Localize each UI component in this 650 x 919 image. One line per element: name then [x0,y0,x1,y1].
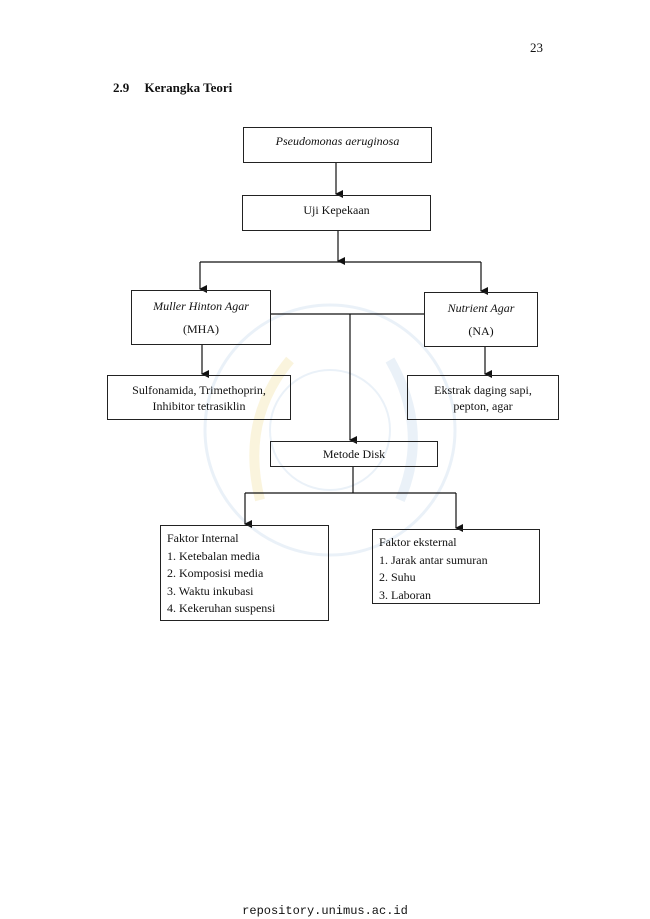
page-number: 23 [530,40,543,55]
section-title: Kerangka Teori [144,80,233,95]
external-title: Faktor eksternal [379,535,457,549]
root-box: Pseudomonas aeruginosa [243,127,432,163]
na-content-line: Ekstrak daging sapi, [434,382,532,397]
method-label: Metode Disk [322,447,386,461]
internal-factors-box: Faktor Internal 1. Ketebalan media 2. Ko… [160,525,329,621]
na-name: Nutrient Agar [447,301,515,316]
footer-url: repository.unimus.ac.id [242,904,408,918]
mha-box: Muller Hinton Agar (MHA) [131,290,271,345]
mha-abbr: (MHA) [183,321,219,336]
internal-item: 2. Komposisi media [167,566,264,580]
section-heading: 2.9 Kerangka Teori [113,80,232,96]
internal-item: 1. Ketebalan media [167,548,260,563]
mha-content-box: Sulfonamida, Trimethoprin, Inhibitor tet… [107,375,291,420]
external-factors-box: Faktor eksternal 1. Jarak antar sumuran … [372,529,540,604]
external-item: 2. Suhu [379,570,416,584]
section-number: 2.9 [113,80,130,95]
na-box: Nutrient Agar (NA) [424,292,538,347]
internal-item: 3. Waktu inkubasi [167,583,254,598]
university-seal-watermark [200,300,460,560]
test-box: Uji Kepekaan [242,195,431,231]
external-item: 3. Laboran [379,587,431,602]
internal-item: 4. Kekeruhan suspensi [167,601,276,615]
test-label: Uji Kepekaan [303,203,370,217]
internal-title: Faktor Internal [167,531,239,545]
mha-content-line: Sulfonamida, Trimethoprin, [132,382,266,397]
external-item: 1. Jarak antar sumuran [379,552,488,567]
na-abbr: (NA) [468,323,494,338]
mha-content-line: Inhibitor tetrasiklin [152,398,246,413]
mha-name: Muller Hinton Agar [153,299,249,314]
na-content-box: Ekstrak daging sapi, pepton, agar [407,375,559,420]
root-label: Pseudomonas aeruginosa [275,134,400,148]
na-content-line: pepton, agar [453,398,513,413]
method-box: Metode Disk [270,441,438,467]
